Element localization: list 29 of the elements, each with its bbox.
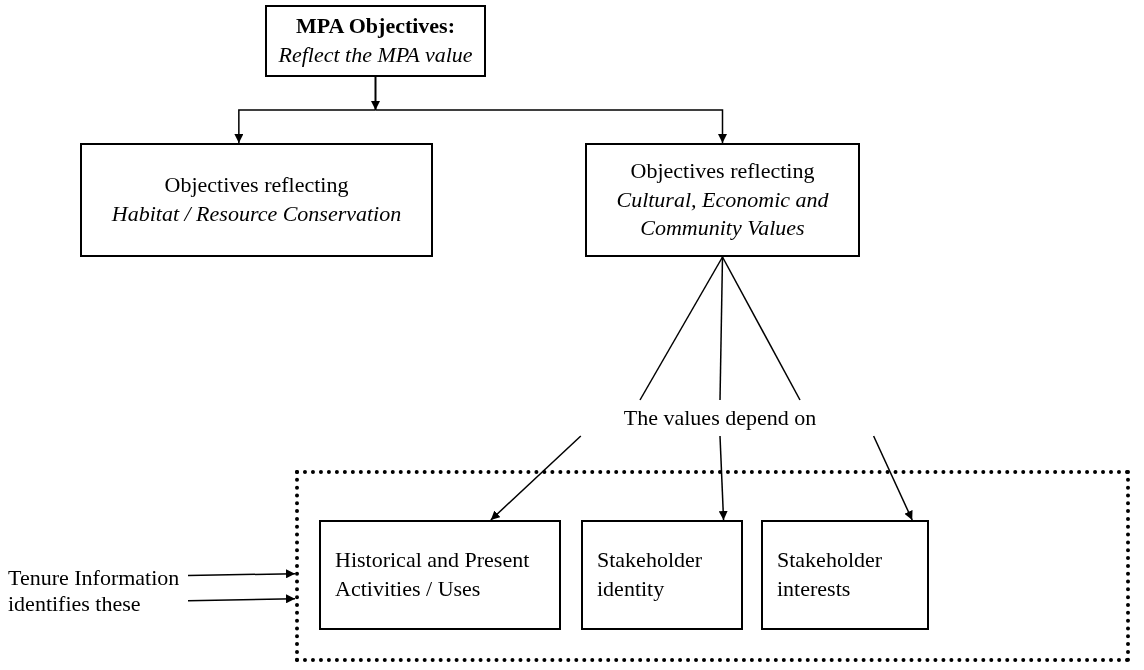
connector-line [639,256,724,401]
process-box [319,520,561,630]
arrow [371,76,380,111]
dotted-frame [295,470,1130,662]
arrow [490,435,582,521]
process-box [585,143,860,257]
arrow [872,435,913,521]
box-heading: Objectives reflecting [630,157,815,186]
box-body: Cultural, Economic and Community Values [615,185,830,243]
arrow [374,109,727,144]
box-label: Stakeholder interests [777,546,884,603]
box-label: Historical and Present Activities / Uses [335,546,531,603]
note-text: The values depend on [623,403,817,432]
process-box [265,5,486,77]
box-heading: Objectives reflecting [164,171,349,200]
arrow [234,109,377,144]
box-body: Reflect the MPA value [278,41,473,69]
arrow [718,435,728,521]
process-box [581,520,743,630]
process-box [80,143,433,257]
box-heading: MPA Objectives: [295,12,455,41]
box-body: Habitat / Resource Conservation [111,200,402,228]
note-text: Tenure Information identifies these [8,565,181,617]
arrow [187,569,296,579]
connector-line [721,256,801,401]
process-box [761,520,929,630]
box-label: Stakeholder identity [597,546,704,603]
connector-line [719,256,724,401]
arrow [187,594,296,604]
